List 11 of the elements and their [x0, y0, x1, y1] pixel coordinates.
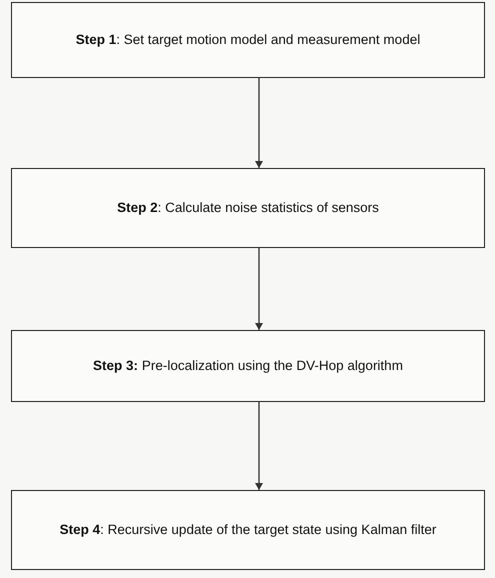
process-box [11, 168, 485, 248]
arrow [255, 248, 263, 330]
arrow [255, 402, 263, 490]
step-text: Step 1: Set target motion model and measurement model [76, 30, 420, 49]
step-text: Step 3: Pre-localization using the DV-Hop algorithm [93, 356, 403, 375]
step-text: Step 2: Calculate noise statistics of sensors [117, 198, 379, 217]
process-box [11, 330, 485, 402]
arrow [255, 78, 263, 168]
process-box [11, 2, 485, 78]
process-box [11, 490, 485, 570]
step-text: Step 4: Recursive update of the target state using Kalman filter [60, 520, 436, 539]
